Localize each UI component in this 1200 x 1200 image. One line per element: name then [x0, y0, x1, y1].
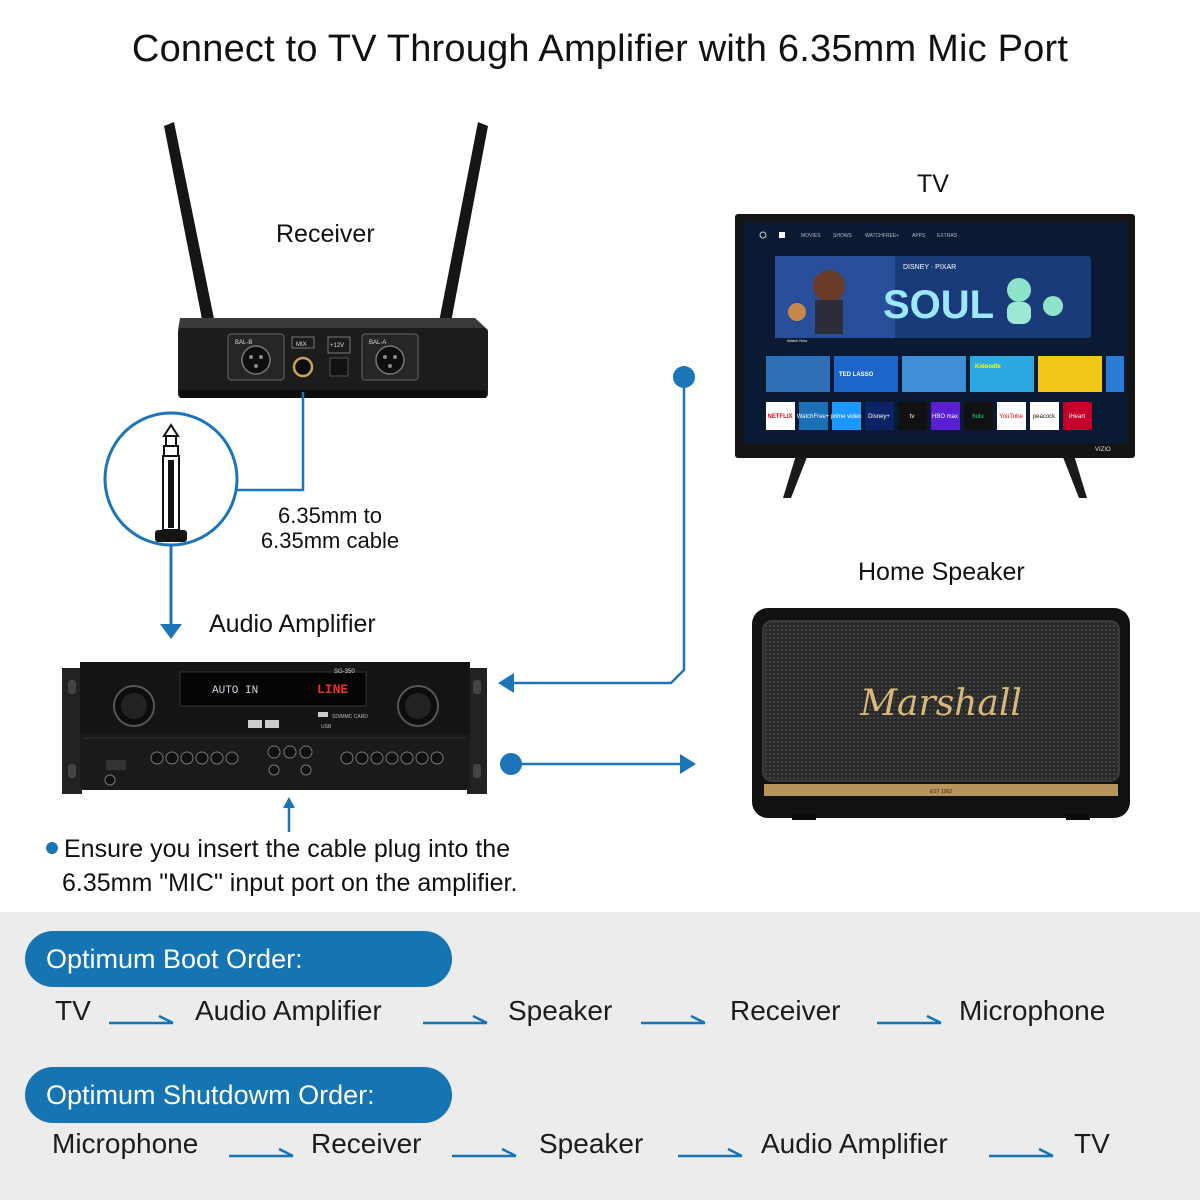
- shutdown-step-2: Receiver: [311, 1128, 422, 1159]
- app-prime: prime video: [830, 414, 862, 420]
- app-hulu: hulu: [972, 414, 983, 420]
- receiver-device: BAL-B MIX +12V BAL-A: [160, 118, 500, 408]
- tv-nav-movies: MOVIES: [801, 233, 821, 239]
- arrow-left-icon: [498, 673, 514, 693]
- tv-hero-brand: DISNEY · PIXAR: [903, 264, 956, 271]
- boot-step-4: Receiver: [730, 995, 841, 1026]
- tv-nav-watchfree: WATCHFREE+: [865, 233, 899, 239]
- arrow-right-icon: [877, 1014, 942, 1025]
- mic-jack-port: [292, 356, 314, 378]
- insert-note: Ensure you insert the cable plug into th…: [46, 832, 517, 900]
- cable-label-line-2: 6.35mm cable: [260, 528, 400, 553]
- tv-nav-extras: EXTRAS: [937, 233, 958, 239]
- tv-nav-shows: SHOWS: [833, 233, 853, 239]
- shutdown-step-3: Speaker: [539, 1128, 644, 1159]
- tv-brand: VIZIO: [1095, 447, 1111, 453]
- shutdown-order-heading: Optimum Shutdowm Order:: [25, 1067, 452, 1123]
- app-hbo: HBO max: [932, 414, 958, 420]
- amp-model: SG-350: [334, 669, 355, 675]
- note-line-2: 6.35mm "MIC" input port on the amplifier…: [62, 869, 518, 897]
- tv-label: TV: [917, 170, 949, 198]
- arrow-right-icon: [678, 1147, 743, 1158]
- shutdown-step-4: Audio Amplifier: [761, 1128, 948, 1159]
- boot-order-row: TV Audio Amplifier Speaker Receiver Micr…: [0, 995, 1200, 1035]
- app-netflix: NETFLIX: [768, 414, 793, 420]
- boot-order-heading: Optimum Boot Order:: [25, 931, 452, 987]
- speaker-label: Home Speaker: [858, 558, 1025, 586]
- page-title: Connect to TV Through Amplifier with 6.3…: [131, 28, 1069, 70]
- mix-label: MIX: [296, 342, 307, 348]
- tv-hero-title: SOUL: [883, 283, 994, 327]
- receiver-label: Receiver: [276, 220, 375, 248]
- tv-tile-kidoodle: Kidoodle: [975, 364, 1001, 370]
- arrow-right-icon: [452, 1147, 517, 1158]
- tv-nav-apps: APPS: [912, 233, 926, 239]
- dc-label: +12V: [330, 343, 344, 349]
- display-right: LINE: [317, 682, 348, 697]
- usb-label: USB: [321, 724, 332, 730]
- tv-tile-ted-lasso: TED LASSO: [839, 372, 874, 378]
- arrow-right-icon: [229, 1147, 294, 1158]
- tv-device: MOVIES SHOWS WATCHFREE+ APPS EXTRAS DISN…: [735, 214, 1135, 500]
- arrow-right-icon: [641, 1014, 706, 1025]
- bal-a-label: BAL-A: [369, 340, 386, 346]
- boot-step-3: Speaker: [508, 995, 613, 1026]
- boot-step-5: Microphone: [959, 995, 1106, 1026]
- boot-step-2: Audio Amplifier: [195, 995, 382, 1026]
- amplifier-label: Audio Amplifier: [209, 610, 376, 638]
- shutdown-step-1: Microphone: [52, 1128, 199, 1159]
- shutdown-step-5: TV: [1074, 1128, 1110, 1159]
- cable-label-line-1: 6.35mm to: [278, 503, 382, 528]
- arrow-down-icon: [160, 624, 182, 639]
- app-iheart: iHeart: [1069, 414, 1085, 420]
- arrow-right-icon: [680, 754, 696, 774]
- app-peacock: peacock: [1033, 414, 1056, 420]
- card-label: SD/MMC CARD: [332, 714, 368, 720]
- arrow-right-icon: [989, 1147, 1054, 1158]
- speaker-badge: EST 1962: [930, 789, 952, 795]
- connection-lines: [103, 366, 696, 832]
- bullet-icon: [46, 842, 58, 854]
- bal-b-label: BAL-B: [235, 340, 252, 346]
- speaker-device: Marshall EST 1962: [752, 608, 1130, 822]
- amplifier-device: AUTO IN LINE SG-350 SD/MMC CARD USB: [62, 654, 490, 796]
- tv-watch-now: Watch Now: [787, 338, 807, 343]
- note-line-1: Ensure you insert the cable plug into th…: [64, 835, 511, 863]
- display-left: AUTO IN: [212, 685, 258, 697]
- app-watchfree: WatchFree+: [797, 414, 830, 420]
- arrow-up-icon: [283, 797, 295, 808]
- jack-plug-icon: [155, 423, 187, 542]
- order-panel: Optimum Boot Order: TV Audio Amplifier S…: [0, 912, 1200, 1200]
- boot-step-1: TV: [55, 995, 91, 1026]
- speaker-brand: Marshall: [859, 683, 1022, 724]
- app-youtube: YouTube: [999, 414, 1023, 420]
- app-appletv: tv: [910, 414, 915, 420]
- arrow-right-icon: [109, 1014, 174, 1025]
- shutdown-order-row: Microphone Receiver Speaker Audio Amplif…: [0, 1128, 1200, 1168]
- app-disney: Disney+: [868, 414, 890, 420]
- arrow-right-icon: [423, 1014, 488, 1025]
- cable-label: 6.35mm to 6.35mm cable: [230, 503, 430, 553]
